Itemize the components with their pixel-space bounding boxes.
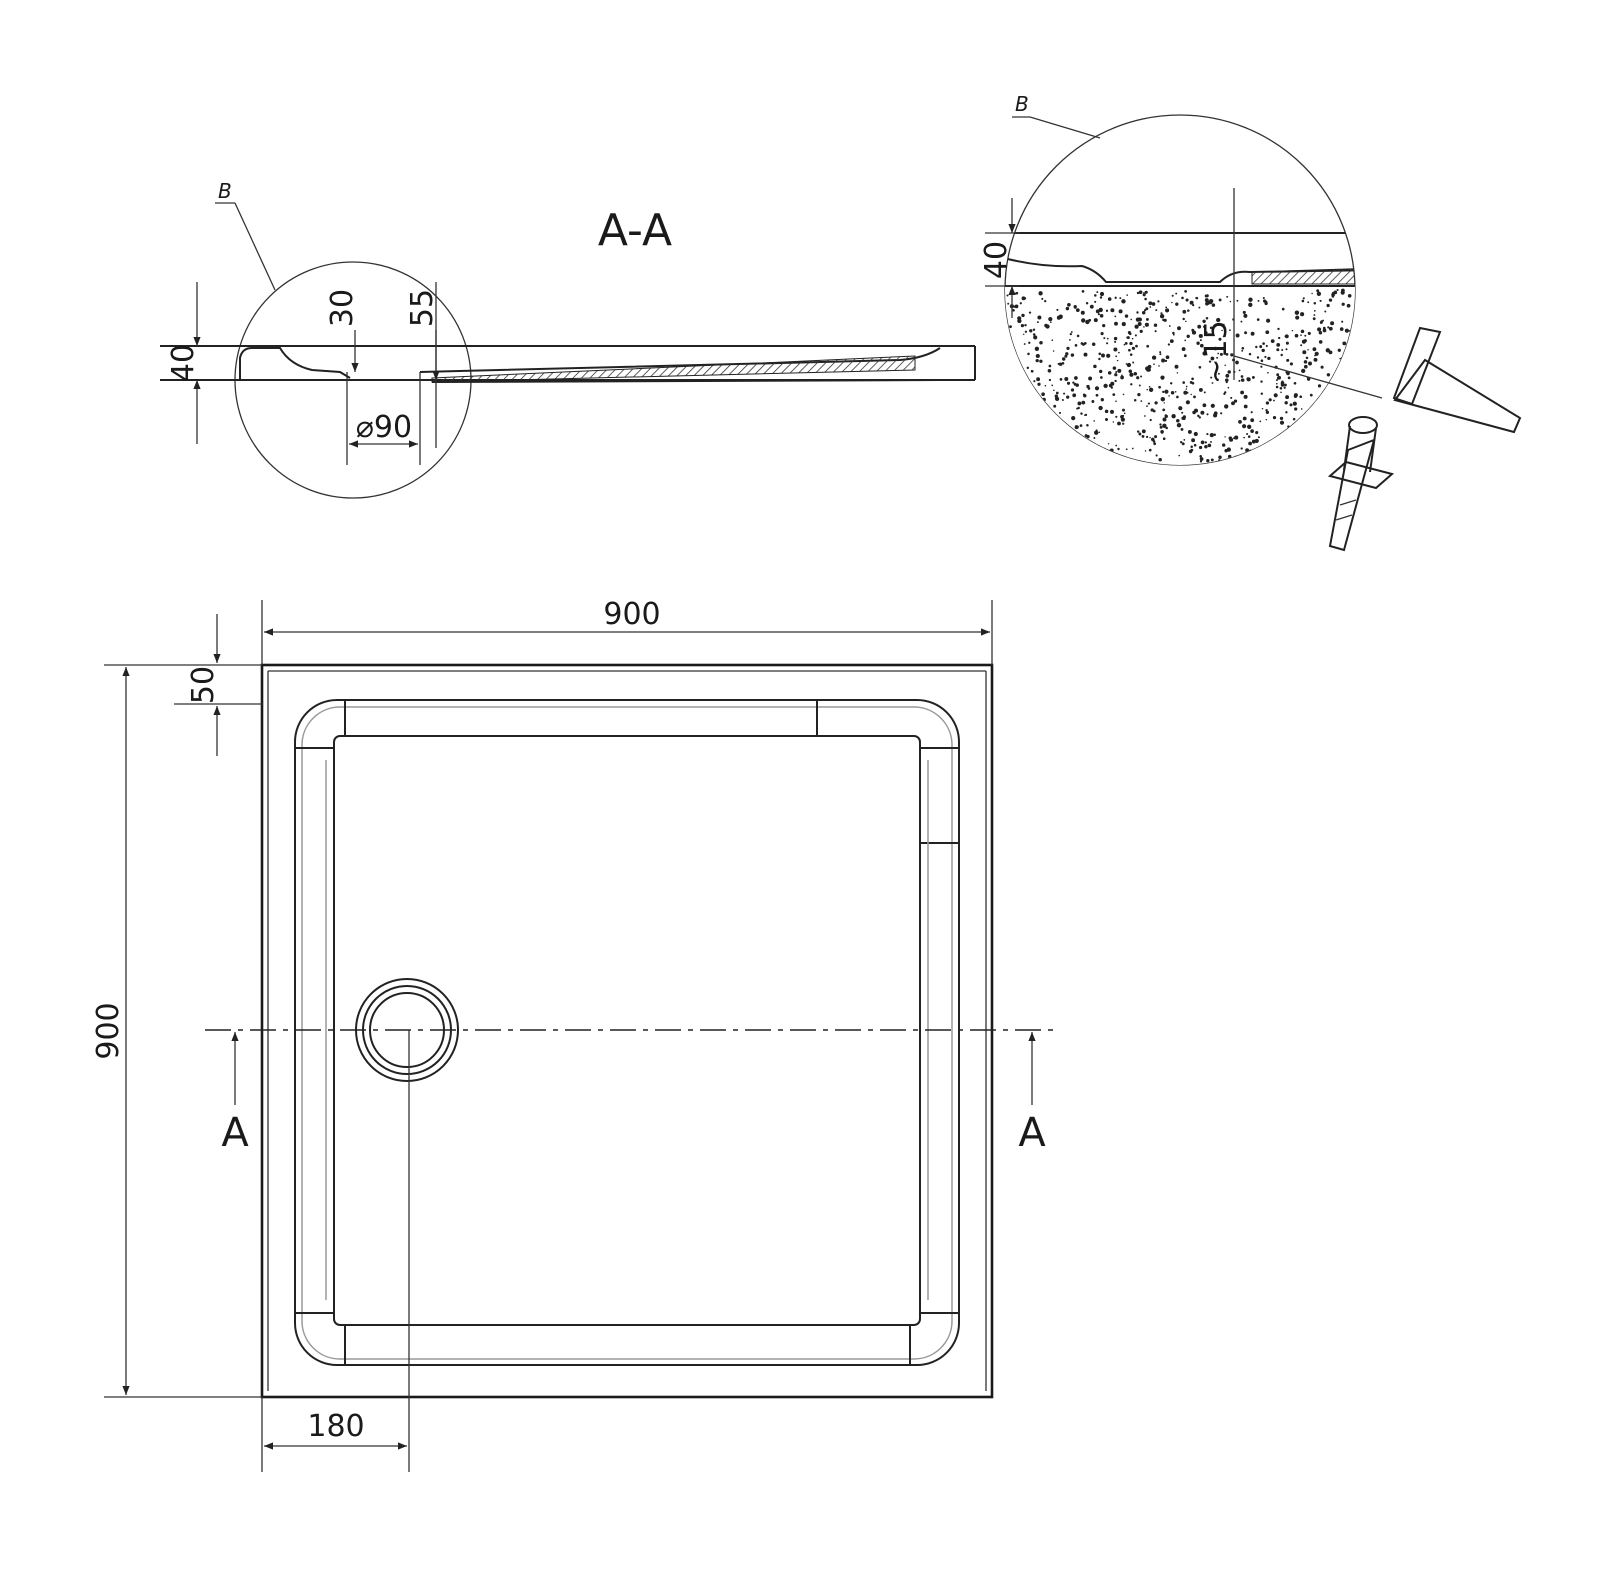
section-dim-thickness: 40	[166, 344, 201, 382]
section-dim-depth-outlet: 55	[405, 289, 440, 327]
hammer-icon	[1392, 326, 1522, 434]
detail-label: B	[1015, 92, 1029, 116]
detail-label-small: B	[218, 179, 232, 203]
section-view-a-a: A-A B 40 30 55 ⌀90	[160, 179, 976, 499]
concrete-fill	[1005, 286, 1355, 465]
tray-profile	[160, 345, 976, 383]
section-dim-outlet-diameter: ⌀90	[356, 410, 412, 445]
basin-floor	[333, 735, 921, 1326]
plan-dim-drain-offset: 180	[307, 1409, 364, 1444]
anchor-plug-icon	[1327, 416, 1395, 552]
plan-dim-width: 900	[603, 597, 660, 632]
section-dim-depth-top: 30	[325, 289, 360, 327]
detail-leader	[1029, 116, 1101, 139]
plan-dim-height: 900	[91, 1002, 126, 1059]
plan-dim-rim: 50	[186, 666, 221, 704]
tray-outline	[260, 663, 994, 1399]
section-title: A-A	[598, 205, 672, 256]
basin-outline	[294, 699, 960, 1366]
detail-dim-recess: ~15	[1199, 320, 1234, 383]
detail-dim-thickness: 40	[979, 241, 1014, 279]
detail-leader-small	[234, 202, 276, 291]
detail-view-b: B 40 ~15	[979, 92, 1522, 552]
section-marker-left: A	[221, 1110, 249, 1156]
section-marker-right: A	[1018, 1110, 1046, 1156]
plan-view: A A 900 900 50 180	[91, 597, 1055, 1472]
